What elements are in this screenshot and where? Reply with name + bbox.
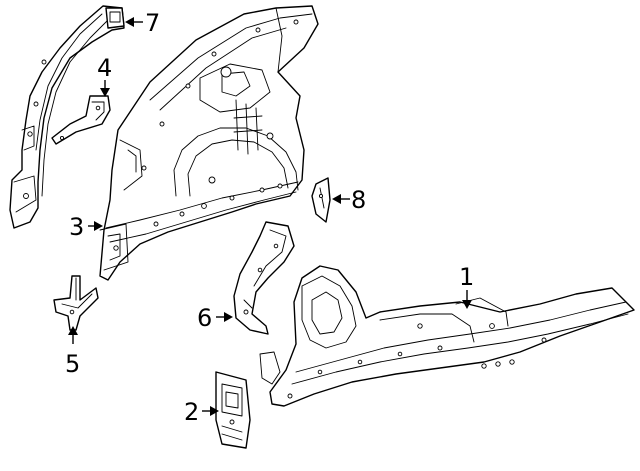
callout-8: 8 [332, 186, 366, 214]
callout-4: 4 [97, 54, 112, 97]
part-5-stand-bracket [53, 275, 99, 331]
part-8-gusset [311, 177, 331, 223]
part-7-pillar-reinforcement [9, 5, 125, 229]
part-4-bracket [51, 95, 111, 145]
part-3-apron-assembly [99, 5, 319, 281]
callout-6: 6 [197, 304, 233, 332]
callout-5-label: 5 [65, 350, 80, 378]
part-1-side-member [259, 265, 635, 407]
callout-2: 2 [184, 398, 219, 426]
part-6-rail-extension [233, 221, 295, 335]
callout-5: 5 [65, 326, 80, 378]
callout-7: 7 [125, 9, 160, 37]
callout-3-label: 3 [69, 213, 84, 241]
callout-6-label: 6 [197, 304, 212, 332]
callout-4-label: 4 [97, 54, 112, 82]
callout-8-label: 8 [351, 186, 366, 214]
callout-1-label: 1 [459, 263, 474, 291]
callout-2-label: 2 [184, 398, 199, 426]
callout-7-label: 7 [145, 9, 160, 37]
callout-1: 1 [459, 263, 474, 309]
callout-3: 3 [69, 213, 103, 241]
part-2-lower-plate [215, 371, 251, 449]
